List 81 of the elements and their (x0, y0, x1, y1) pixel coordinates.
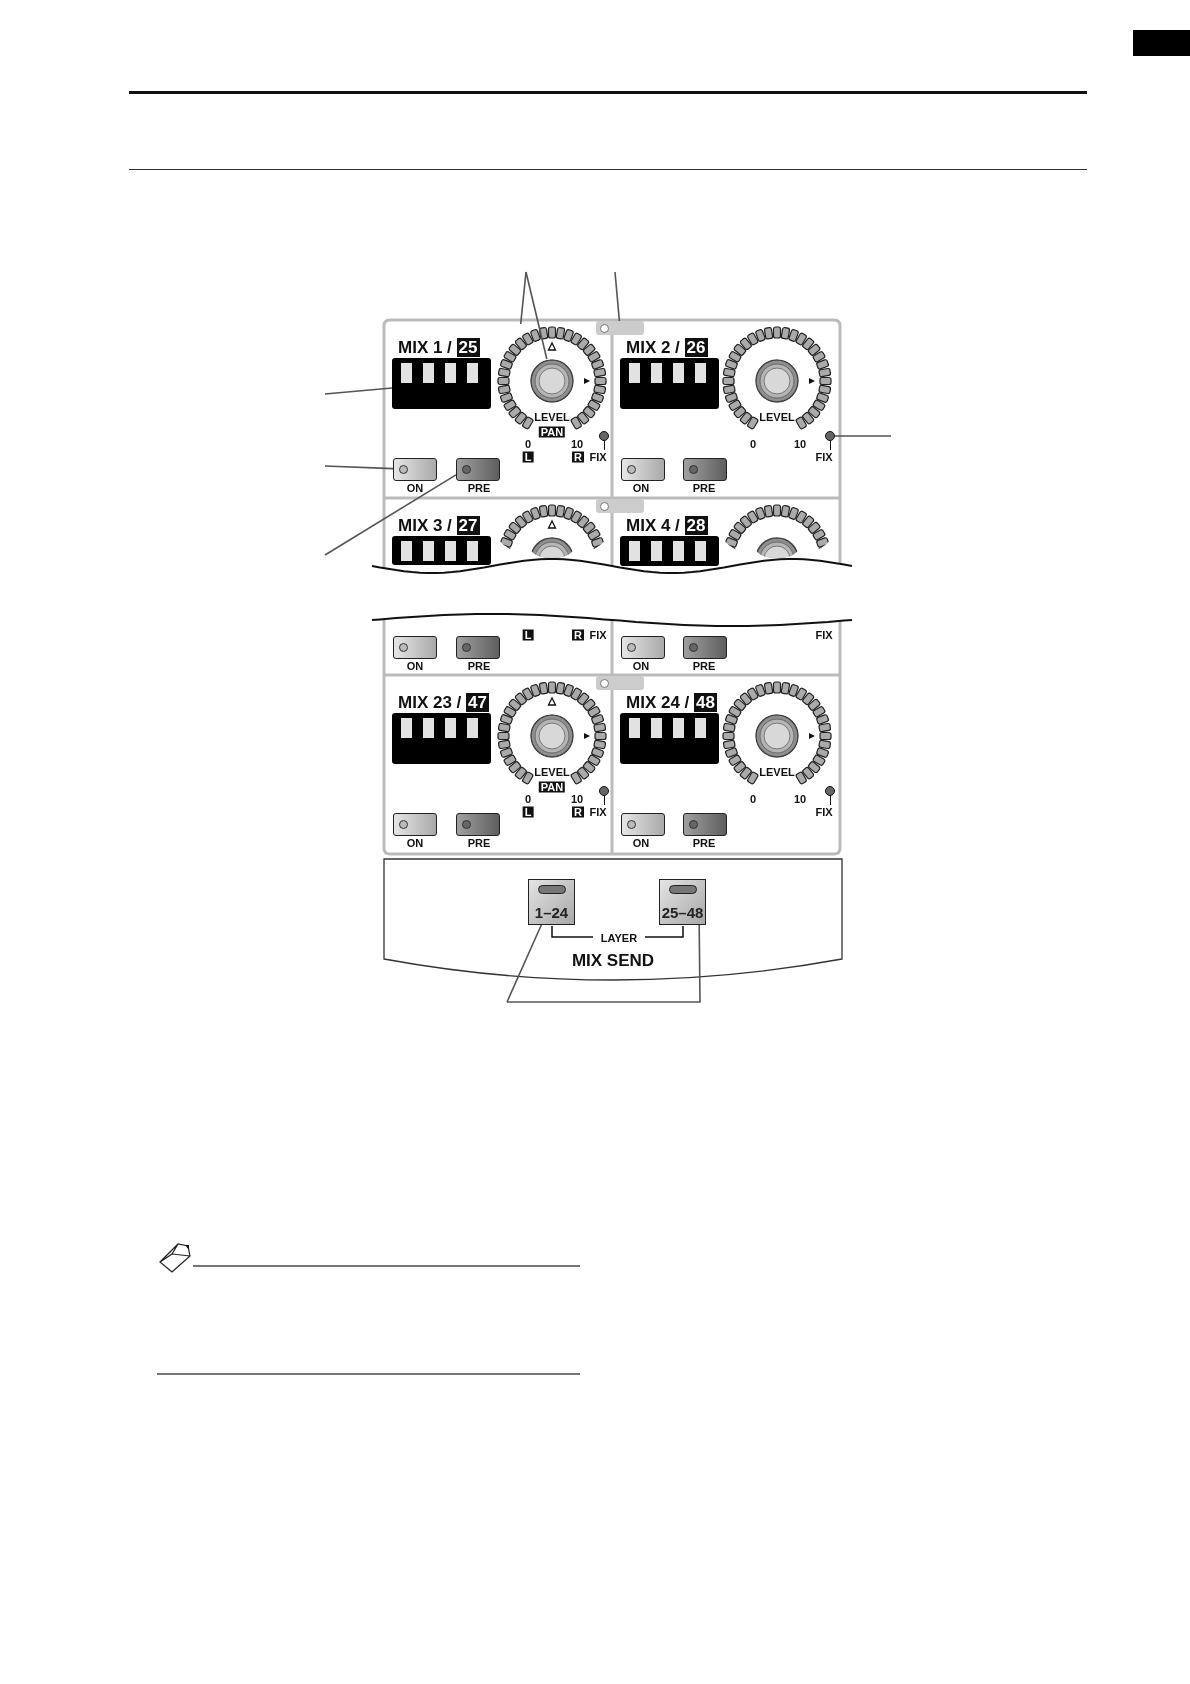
pre-button (683, 458, 727, 481)
leader-line (324, 474, 457, 556)
button-label: PRE (467, 660, 491, 672)
layer-button: 1–24 (528, 879, 575, 925)
knob-label: LEVEL (759, 766, 795, 778)
leader-line (525, 271, 548, 360)
fix-label: FIX (589, 806, 607, 818)
button-label: PRE (467, 482, 491, 494)
leader-line (519, 271, 527, 325)
scale-number: 0 (749, 793, 757, 805)
section-title: MIX SEND (571, 951, 655, 969)
leader-line (614, 271, 621, 322)
knob-label: LEVEL (534, 411, 570, 423)
channel-name: MIX 24 / 48 (626, 693, 717, 713)
scale-number: 0 (524, 438, 532, 450)
indicator-led (599, 786, 609, 796)
knob (530, 537, 574, 558)
on-button (393, 458, 437, 481)
fix-label: FIX (589, 629, 607, 641)
knob (755, 537, 799, 558)
button-label: ON (632, 660, 650, 672)
scale-number: 10 (570, 793, 584, 805)
section-label: LAYER (600, 932, 638, 944)
button-label: PRE (692, 837, 716, 849)
channel-name: MIX 4 / 28 (626, 516, 708, 536)
button-label: PRE (692, 660, 716, 672)
channel-name: MIX 3 / 27 (398, 516, 480, 536)
channel-indicator (596, 676, 644, 690)
on-button (393, 813, 437, 836)
display-screen (392, 358, 491, 409)
scale-number: 10 (570, 438, 584, 450)
indicator-led (825, 431, 835, 441)
pan-left-marker: L (522, 629, 534, 641)
channel-indicator (596, 499, 644, 513)
pan-right-marker: R (572, 451, 584, 463)
knob-label: LEVEL (534, 766, 570, 778)
fix-label: FIX (815, 451, 833, 463)
pre-button (683, 636, 727, 659)
pan-right-marker: R (572, 806, 584, 818)
button-label: PRE (467, 837, 491, 849)
pan-left-marker: L (522, 806, 534, 818)
pre-button (456, 813, 500, 836)
display-screen (620, 713, 719, 764)
display-screen (392, 536, 491, 565)
leader-line (324, 465, 394, 470)
fix-label: FIX (815, 806, 833, 818)
leader-line (506, 924, 543, 1003)
display-screen (620, 536, 719, 566)
pan-label: PAN (538, 781, 566, 793)
on-button (393, 636, 437, 659)
leader-line (506, 924, 701, 1003)
button-label: ON (406, 482, 424, 494)
display-screen (392, 713, 491, 764)
on-button (621, 458, 665, 481)
pan-left-marker: L (522, 451, 534, 463)
pan-label: PAN (538, 426, 566, 438)
scale-number: 10 (793, 438, 807, 450)
leader-line (324, 387, 393, 395)
on-button (621, 636, 665, 659)
pre-button (456, 636, 500, 659)
channel-name: MIX 2 / 26 (626, 338, 708, 358)
pre-button (456, 458, 500, 481)
leader-line (834, 435, 892, 437)
knob-label: LEVEL (759, 411, 795, 423)
channel-name: MIX 23 / 47 (398, 693, 489, 713)
indicator-led (825, 786, 835, 796)
on-button (621, 813, 665, 836)
pre-button (683, 813, 727, 836)
channel-indicator (596, 321, 644, 335)
fix-label: FIX (815, 629, 833, 641)
indicator-led (599, 431, 609, 441)
display-screen (620, 358, 719, 409)
scale-number: 0 (524, 793, 532, 805)
pan-right-marker: R (572, 629, 584, 641)
scale-number: 10 (793, 793, 807, 805)
button-label: PRE (692, 482, 716, 494)
channel-name: MIX 1 / 25 (398, 338, 480, 358)
scale-number: 0 (749, 438, 757, 450)
button-label: ON (632, 482, 650, 494)
fix-label: FIX (589, 451, 607, 463)
layer-button: 25–48 (659, 879, 706, 925)
